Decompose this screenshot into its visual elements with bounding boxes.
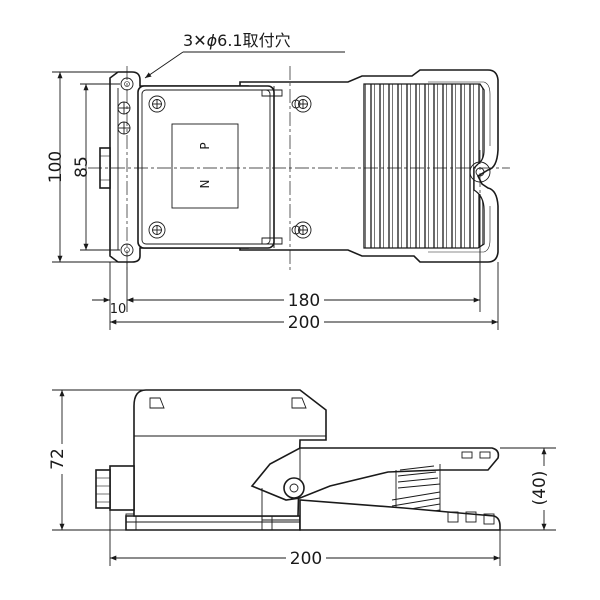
top-view: P N <box>88 66 510 272</box>
switch-label-p: P <box>198 142 212 149</box>
hinge-bracket-top <box>261 89 283 97</box>
mounting-hole-note: 3✕ϕ6.1取付穴 <box>144 31 345 79</box>
top-view-dimensions: 100 85 10 180 200 <box>46 71 499 333</box>
dim-text-200-top: 200 <box>288 313 320 333</box>
housing-screw-top-left <box>148 95 166 113</box>
dim-text-85: 85 <box>72 156 92 178</box>
side-view <box>95 389 501 531</box>
dim-text-10: 10 <box>110 302 127 317</box>
switch-housing <box>137 85 275 249</box>
housing-screw-bottom-left <box>148 221 166 239</box>
hinge-pin-top <box>291 99 301 109</box>
side-view-dimensions: 72 (40) 200 <box>48 389 556 569</box>
side-cable-connector <box>95 465 135 511</box>
screw-left-upper <box>117 101 131 115</box>
dim-text-40: (40) <box>530 471 550 506</box>
side-base-plate <box>125 515 301 531</box>
switch-label-plate <box>171 123 239 209</box>
hinge-pin-bottom <box>291 225 301 235</box>
dim-text-100: 100 <box>46 151 66 183</box>
mounting-hole-note-text: 3✕ϕ6.1取付穴 <box>183 31 291 50</box>
switch-label-n: N <box>198 180 212 189</box>
pedal-grip-area <box>363 83 485 249</box>
dim-text-72: 72 <box>48 448 68 470</box>
side-base-wedge <box>299 499 501 531</box>
hinge-bracket-bottom <box>261 237 283 245</box>
dim-text-180: 180 <box>288 291 320 311</box>
side-pedal-lever <box>250 447 500 501</box>
screw-left-lower <box>117 121 131 135</box>
dim-text-200-bottom: 200 <box>290 549 322 569</box>
housing-screw-bottom-right <box>294 221 312 239</box>
